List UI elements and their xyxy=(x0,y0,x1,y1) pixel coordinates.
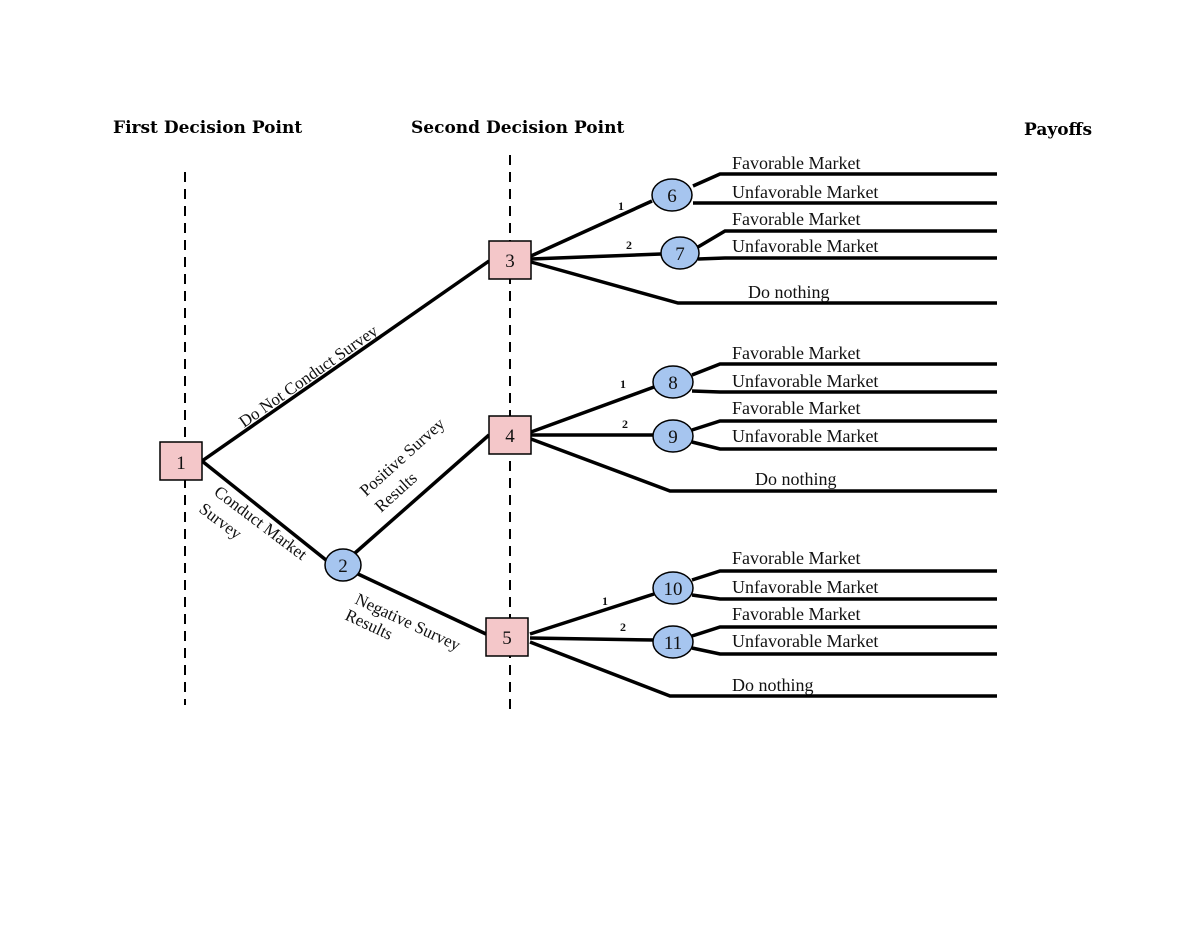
chance-node-2[interactable]: 2 xyxy=(324,548,362,582)
outcome-favorable-11: Favorable Market xyxy=(732,604,860,624)
svg-text:1: 1 xyxy=(176,453,186,474)
branch-number-3-1: 1 xyxy=(618,199,624,213)
svg-text:6: 6 xyxy=(667,186,677,207)
branch-conduct-survey xyxy=(200,459,328,562)
chance-node-8[interactable]: 8 xyxy=(652,365,694,399)
svg-text:8: 8 xyxy=(668,373,678,394)
second-decision-point-header: Second Decision Point xyxy=(411,118,625,138)
outcome-unfavorable-6: Unfavorable Market xyxy=(732,182,878,202)
outcome-favorable-10: Favorable Market xyxy=(732,548,860,568)
outcome-do-nothing-3: Do nothing xyxy=(748,282,830,302)
decision-node-1[interactable]: 1 xyxy=(159,441,203,481)
chance-node-6[interactable]: 6 xyxy=(651,178,693,212)
decision-node-4[interactable]: 4 xyxy=(488,415,532,455)
first-decision-point-header: First Decision Point xyxy=(113,118,303,138)
svg-text:4: 4 xyxy=(505,426,515,447)
svg-text:9: 9 xyxy=(668,427,678,448)
branch-number-3-2: 2 xyxy=(626,238,632,252)
payoffs-header: Payoffs xyxy=(1024,120,1093,140)
subtree-node-4 xyxy=(530,362,997,493)
branch-negative-results xyxy=(357,572,487,636)
outcome-favorable-9: Favorable Market xyxy=(732,398,860,418)
outcome-unfavorable-7: Unfavorable Market xyxy=(732,236,878,256)
svg-text:7: 7 xyxy=(675,244,685,265)
chance-node-9[interactable]: 9 xyxy=(652,419,694,453)
svg-text:10: 10 xyxy=(664,579,683,600)
branch-positive-results xyxy=(353,433,491,555)
chance-node-7[interactable]: 7 xyxy=(660,236,700,270)
outcome-do-nothing-4: Do nothing xyxy=(755,469,837,489)
outcome-favorable-6: Favorable Market xyxy=(732,153,860,173)
outcome-unfavorable-8: Unfavorable Market xyxy=(732,371,878,391)
svg-text:5: 5 xyxy=(502,628,512,649)
chance-node-11[interactable]: 11 xyxy=(652,625,694,659)
branch-number-4-2: 2 xyxy=(622,417,628,431)
svg-text:3: 3 xyxy=(505,251,515,272)
outcome-unfavorable-9: Unfavorable Market xyxy=(732,426,878,446)
decision-node-3[interactable]: 3 xyxy=(488,240,532,280)
svg-text:11: 11 xyxy=(664,633,682,654)
outcome-unfavorable-10: Unfavorable Market xyxy=(732,577,878,597)
outcome-favorable-7: Favorable Market xyxy=(732,209,860,229)
svg-text:2: 2 xyxy=(338,556,348,577)
subtree-node-3 xyxy=(530,172,997,305)
branch-number-5-2: 2 xyxy=(620,620,626,634)
outcome-unfavorable-11: Unfavorable Market xyxy=(732,631,878,651)
outcome-do-nothing-5: Do nothing xyxy=(732,675,814,695)
decision-node-5[interactable]: 5 xyxy=(485,617,529,657)
chance-node-10[interactable]: 10 xyxy=(652,571,694,605)
branch-number-4-1: 1 xyxy=(620,377,626,391)
branch-no-survey xyxy=(200,259,491,463)
outcome-favorable-8: Favorable Market xyxy=(732,343,860,363)
subtree-node-5 xyxy=(529,569,997,698)
label-do-not-conduct-survey: Do Not Conduct Survey xyxy=(235,321,381,431)
branch-number-5-1: 1 xyxy=(602,594,608,608)
